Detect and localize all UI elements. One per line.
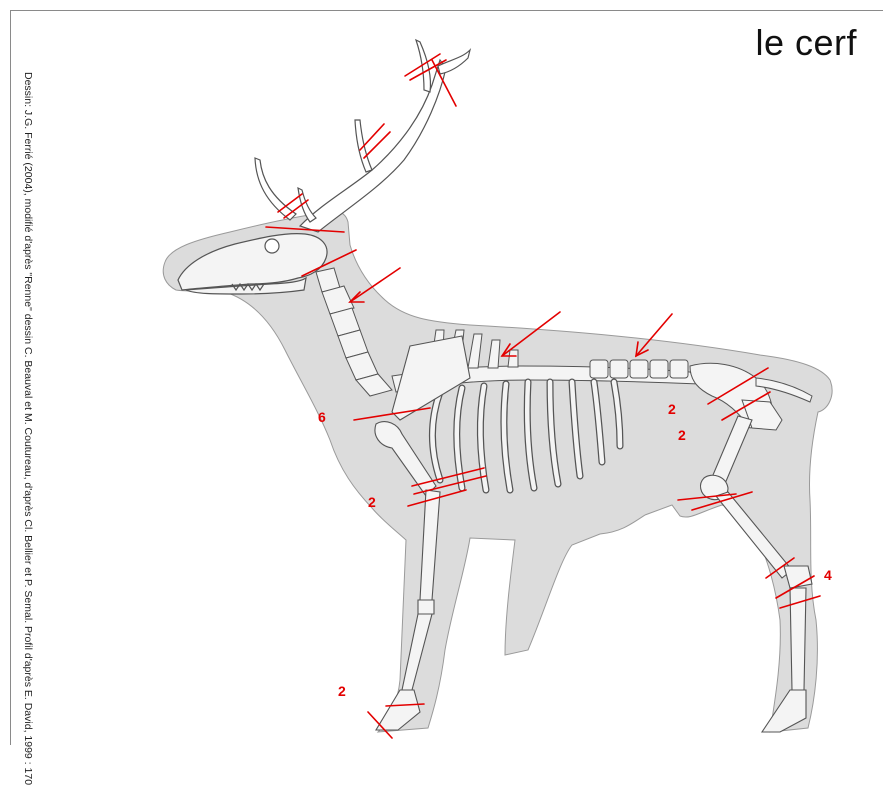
count-label-elbow: 2 — [368, 494, 376, 510]
cut-mark — [364, 132, 390, 158]
count-label-hock: 4 — [824, 567, 832, 583]
count-label-pelvis: 2 — [668, 401, 676, 417]
carpals — [418, 600, 434, 614]
antler-tine-upper — [416, 40, 431, 92]
spinous-process — [508, 350, 518, 367]
antler-tine-brow — [255, 158, 296, 220]
cut-mark — [360, 124, 384, 150]
count-label-hip: 2 — [678, 427, 686, 443]
deer-skeleton-diagram: 6 2 2 2 2 4 — [0, 0, 883, 745]
lumbar-vertebra — [670, 360, 688, 378]
count-label-shoulder: 6 — [318, 409, 326, 425]
eye-orbit — [265, 239, 279, 253]
lumbar-vertebra — [630, 360, 648, 378]
lumbar-vertebra — [610, 360, 628, 378]
lumbar-vertebra — [590, 360, 608, 378]
lumbar-vertebrae — [590, 360, 688, 378]
antlers — [255, 40, 470, 232]
count-label-front-hoof: 2 — [338, 683, 346, 699]
lumbar-vertebra — [650, 360, 668, 378]
